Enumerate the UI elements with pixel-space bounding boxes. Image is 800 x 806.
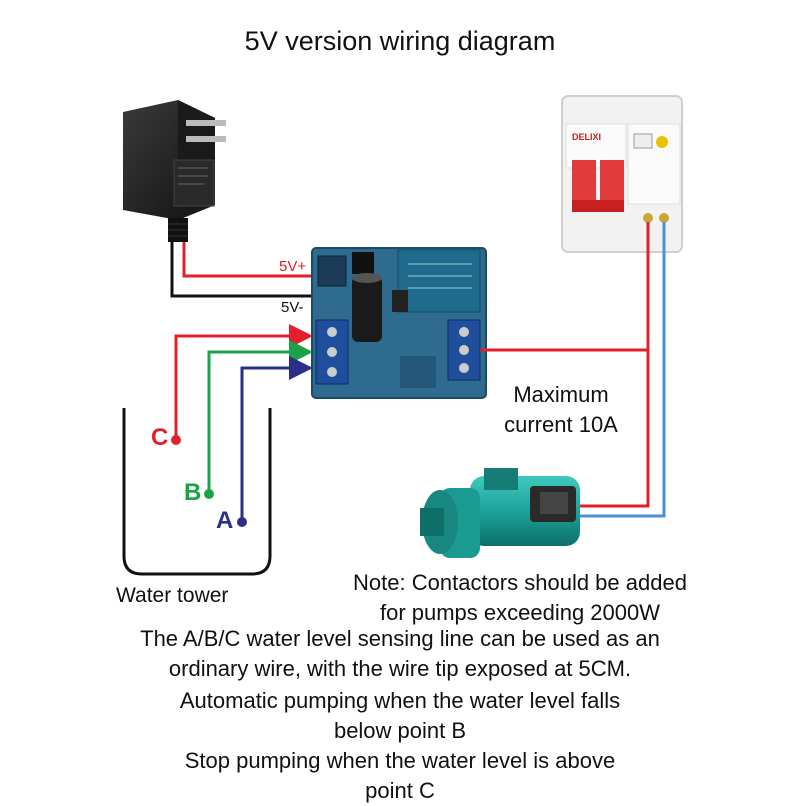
wire-5v-minus — [170, 242, 312, 298]
label-level-b: B — [184, 479, 202, 506]
water-tower — [122, 408, 272, 576]
instruction-line: Automatic pumping when the water level f… — [179, 688, 621, 713]
power-adapter — [123, 100, 226, 242]
sense-point-a — [237, 517, 247, 527]
breaker-brand: DELIXI — [572, 132, 601, 142]
instruction-line: below point B — [333, 718, 467, 743]
note-line2: for pumps exceeding 2000W — [379, 600, 661, 625]
sense-wire-b — [207, 340, 313, 493]
water-tower-label: Water tower — [116, 584, 229, 607]
wire-5v-plus — [182, 242, 312, 278]
label-level-a: A — [216, 507, 234, 534]
label-5v-plus: 5V+ — [279, 258, 307, 275]
label-5v-minus: 5V- — [281, 299, 304, 316]
instruction-line: The A/B/C water level sensing line can b… — [140, 626, 660, 651]
sense-point-c — [171, 435, 181, 445]
instruction-line: Stop pumping when the water level is abo… — [184, 748, 616, 773]
max-current-line1: Maximum — [513, 382, 609, 407]
label-level-c: C — [151, 424, 169, 451]
note-line1: Note: Contactors should be added — [353, 570, 687, 595]
sense-wire-c — [174, 324, 313, 438]
instruction-line: ordinary wire, with the wire tip exposed… — [168, 656, 632, 681]
instruction-line: point C — [365, 778, 435, 803]
wire-mains-blue — [580, 222, 666, 518]
instructions-block: The A/B/C water level sensing line can b… — [60, 624, 740, 806]
sense-point-b — [204, 489, 214, 499]
page-title: 5V version wiring diagram — [244, 26, 556, 56]
sense-wire-a — [240, 356, 313, 521]
circuit-breaker: DELIXI — [561, 95, 683, 253]
relay-module — [311, 247, 487, 399]
max-current-line2: current 10A — [504, 412, 618, 437]
wire-mains-red — [580, 222, 650, 508]
max-current-label: Maximum current 10A — [486, 380, 636, 440]
note-block: Note: Contactors should be added for pum… — [300, 568, 740, 628]
water-pump — [420, 468, 580, 558]
